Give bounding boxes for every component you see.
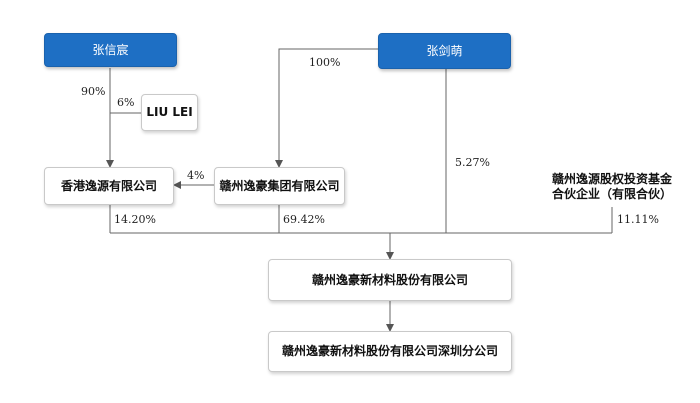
shareholder-zhang-jianmeng: 张剑萌 (378, 33, 511, 69)
entity-ganzhou-yihao-group: 赣州逸豪集团有限公司 (214, 167, 345, 205)
entity-ganzhou-fund: 赣州逸源股权投资基金 合伙企业（有限合伙） (542, 167, 682, 207)
entity-shenzhen-branch: 赣州逸豪新材料股份有限公司深圳分公司 (268, 331, 512, 372)
entity-ganzhou-fund-line1: 赣州逸源股权投资基金 (551, 172, 672, 186)
shareholder-zhang-jianmeng-label: 张剑萌 (426, 43, 463, 58)
shareholder-zhang-xinchen-label: 张信宸 (92, 42, 129, 57)
entity-shenzhen-branch-label: 赣州逸豪新材料股份有限公司深圳分公司 (281, 344, 498, 358)
shareholder-zhang-xinchen: 张信宸 (44, 33, 177, 67)
edge-jianmeng-group (275, 48, 378, 168)
shareholder-liu-lei-label: LIU LEI (146, 105, 193, 119)
pct-fund-company: 11.11% (617, 213, 659, 226)
entity-hk-yiyuan-label: 香港逸源有限公司 (60, 178, 157, 193)
pct-jianmeng-group: 100% (309, 56, 341, 69)
entity-hk-yiyuan: 香港逸源有限公司 (44, 167, 174, 205)
pct-liulei-hk: 6% (117, 96, 135, 109)
pct-jianmeng-company: 5.27% (455, 156, 490, 169)
entity-ganzhou-fund-line2: 合伙企业（有限合伙） (551, 187, 672, 201)
entity-yihao-new-material-label: 赣州逸豪新材料股份有限公司 (311, 272, 468, 287)
entity-ganzhou-yihao-group-label: 赣州逸豪集团有限公司 (219, 178, 340, 193)
pct-xinchen-hk: 90% (81, 85, 106, 98)
pct-group-company: 69.42% (283, 213, 325, 226)
shareholder-liu-lei: LIU LEI (141, 94, 198, 131)
pct-hk-company: 14.20% (114, 213, 156, 226)
entity-yihao-new-material: 赣州逸豪新材料股份有限公司 (268, 259, 512, 301)
pct-group-hk: 4% (187, 169, 205, 182)
